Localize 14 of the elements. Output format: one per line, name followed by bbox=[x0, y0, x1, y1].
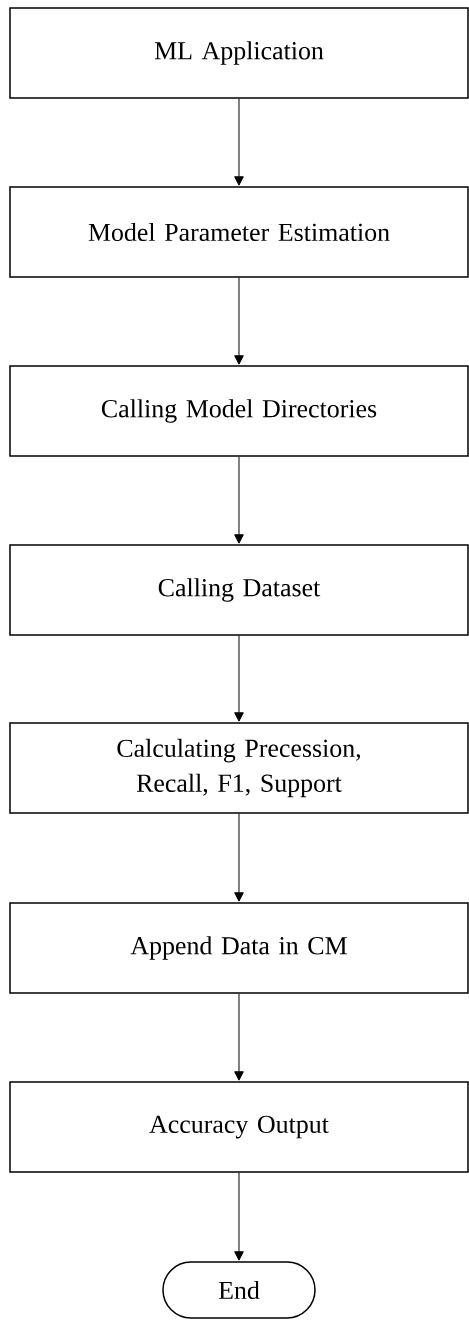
process-box: Calling Model Directories bbox=[9, 365, 469, 457]
process-box: Calculating Precession, Recall, F1, Support bbox=[9, 722, 469, 814]
arrow bbox=[234, 993, 244, 1081]
process-box: Accuracy Output bbox=[9, 1081, 469, 1173]
process-box: Calling Dataset bbox=[9, 544, 469, 636]
arrow bbox=[234, 456, 244, 544]
process-box: Model Parameter Estimation bbox=[9, 186, 469, 278]
arrow bbox=[234, 277, 244, 365]
arrow bbox=[234, 1172, 244, 1261]
arrow bbox=[234, 635, 244, 722]
process-box: ML Application bbox=[9, 7, 469, 99]
arrow bbox=[234, 813, 244, 902]
arrow bbox=[234, 98, 244, 186]
process-box: Append Data in CM bbox=[9, 902, 469, 994]
